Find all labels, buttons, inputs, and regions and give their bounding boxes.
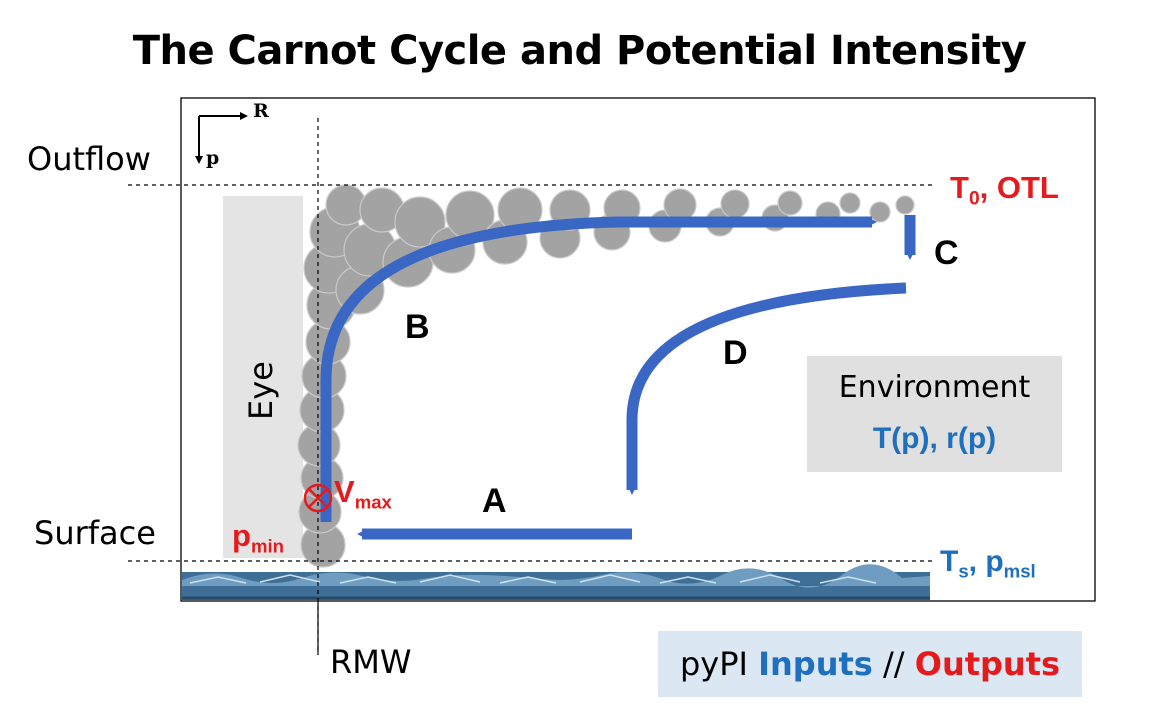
r-axis-label: R — [253, 100, 269, 122]
environment-label: Environment — [838, 370, 1031, 405]
p-axis-label: p — [206, 147, 220, 169]
vmax-into-page-icon — [303, 483, 333, 513]
environment-profiles: T(p), r(p) — [872, 422, 997, 455]
leg-b-arrow — [320, 216, 877, 522]
outflow-outputs-label: T0, OTL — [950, 170, 1059, 210]
surface-label: Surface — [34, 514, 156, 552]
leg-d-arrow — [626, 282, 907, 495]
legend-inputs: Inputs — [758, 645, 873, 683]
leg-d-label: D — [723, 334, 748, 372]
eye-label: Eye — [242, 361, 280, 420]
surface-inputs-label: Ts, pmsl — [940, 545, 1036, 582]
rmw-label: RMW — [330, 643, 412, 681]
environment-box: Environment T(p), r(p) — [807, 356, 1062, 472]
leg-c-label: C — [934, 234, 959, 272]
outflow-label: Outflow — [27, 140, 151, 178]
eye-column — [223, 196, 303, 558]
vmax-label: Vmax — [334, 474, 392, 513]
page-title: The Carnot Cycle and Potential Intensity — [132, 28, 1027, 74]
pmin-label: pmin — [232, 518, 284, 557]
sea-surface — [182, 564, 930, 600]
legend-box: pyPI Inputs // Outputs — [658, 631, 1082, 697]
legend-text: pyPI Inputs // Outputs — [679, 645, 1061, 683]
leg-a-label: A — [482, 482, 507, 520]
leg-b-label: B — [405, 308, 430, 346]
legend-outputs: Outputs — [914, 645, 1061, 683]
coordinate-axes-icon — [195, 112, 248, 164]
